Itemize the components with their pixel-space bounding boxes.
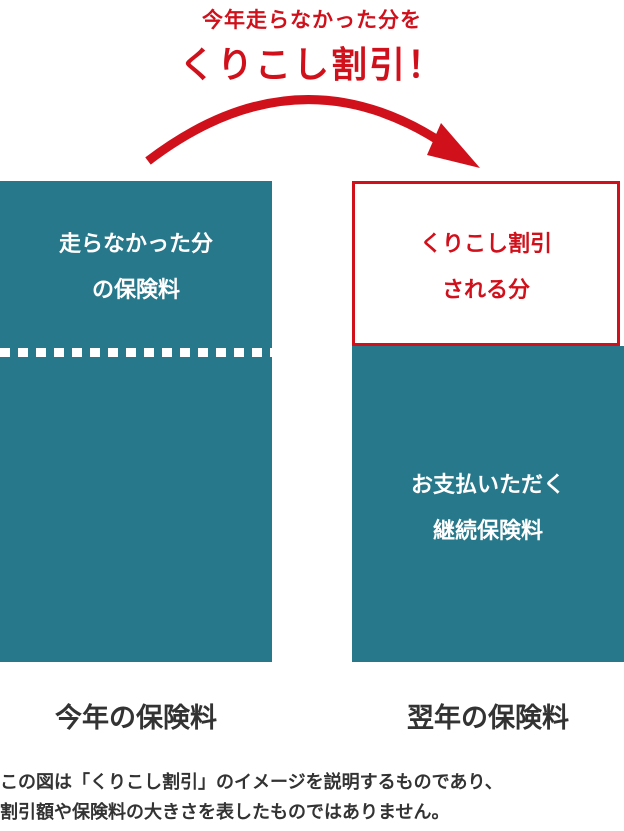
renewal-premium-label-line2: 継続保険料 <box>432 519 543 544</box>
next-year-caption: 翌年の保険料 <box>407 703 569 734</box>
carryover-discount-label: くりこし割引 される分 <box>352 222 620 314</box>
carryover-discount-box <box>352 181 620 346</box>
carryover-discount-label-line2: される分 <box>441 278 530 303</box>
renewal-premium-label-line1: お支払いただく <box>410 473 565 498</box>
renewal-premium-label: お支払いただく 継続保険料 <box>352 463 624 555</box>
next-year-premium-bar <box>352 346 624 662</box>
unused-portion-divider <box>0 348 272 357</box>
disclaimer-line2: 割引額や保険料の大きさを表したものではありません。 <box>0 802 450 823</box>
this-year-premium-bar <box>0 181 272 662</box>
curved-arrow-icon <box>145 95 480 168</box>
unused-portion-label-line1: 走らなかった分 <box>58 232 213 257</box>
headline-subtitle: 今年走らなかった分を <box>202 8 422 32</box>
this-year-caption: 今年の保険料 <box>55 703 217 734</box>
disclaimer-line1: この図は「くりこし割引」のイメージを説明するものであり、 <box>0 772 503 793</box>
carryover-discount-label-line1: くりこし割引 <box>419 232 552 257</box>
disclaimer-note: この図は「くりこし割引」のイメージを説明するものであり、 割引額や保険料の大きさ… <box>0 768 624 828</box>
unused-portion-label: 走らなかった分 の保険料 <box>0 222 272 314</box>
headline-title: くりこし割引！ <box>178 45 445 86</box>
unused-portion-label-line2: の保険料 <box>91 278 180 303</box>
